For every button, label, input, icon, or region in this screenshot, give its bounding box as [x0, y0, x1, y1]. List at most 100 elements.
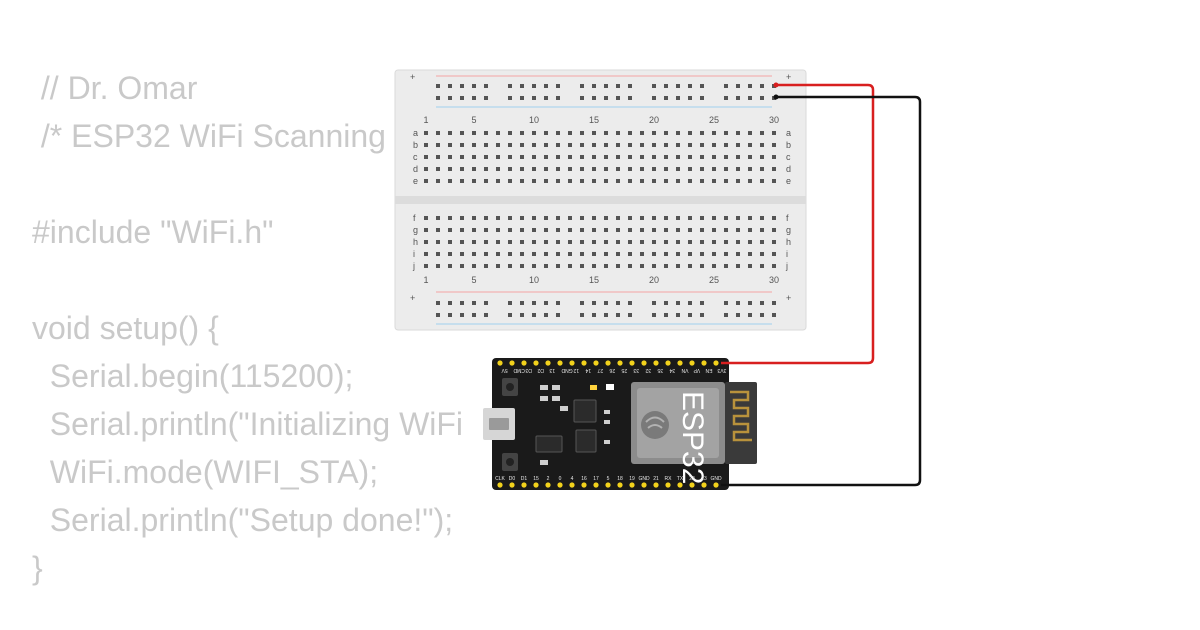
breadboard-hole[interactable]	[604, 228, 608, 232]
rail-hole[interactable]	[556, 313, 560, 317]
breadboard-hole[interactable]	[604, 155, 608, 159]
breadboard-hole[interactable]	[760, 216, 764, 220]
rail-hole[interactable]	[700, 96, 704, 100]
breadboard-hole[interactable]	[628, 264, 632, 268]
breadboard-hole[interactable]	[544, 216, 548, 220]
breadboard-hole[interactable]	[736, 228, 740, 232]
breadboard-hole[interactable]	[724, 143, 728, 147]
breadboard-hole[interactable]	[520, 240, 524, 244]
rail-hole[interactable]	[700, 301, 704, 305]
breadboard-hole[interactable]	[724, 167, 728, 171]
breadboard-hole[interactable]	[448, 252, 452, 256]
rail-hole[interactable]	[532, 313, 536, 317]
breadboard-hole[interactable]	[424, 179, 428, 183]
breadboard-hole[interactable]	[652, 131, 656, 135]
rail-hole[interactable]	[580, 96, 584, 100]
rail-hole[interactable]	[724, 313, 728, 317]
breadboard-hole[interactable]	[436, 264, 440, 268]
header-pin-top[interactable]	[509, 360, 515, 366]
header-pin-bottom[interactable]	[545, 482, 551, 488]
rail-hole[interactable]	[604, 96, 608, 100]
breadboard-hole[interactable]	[472, 167, 476, 171]
rail-hole[interactable]	[688, 84, 692, 88]
breadboard-hole[interactable]	[424, 167, 428, 171]
rail-hole[interactable]	[700, 313, 704, 317]
breadboard-hole[interactable]	[664, 264, 668, 268]
breadboard-hole[interactable]	[448, 155, 452, 159]
breadboard-hole[interactable]	[652, 252, 656, 256]
breadboard-hole[interactable]	[712, 216, 716, 220]
breadboard-hole[interactable]	[532, 228, 536, 232]
breadboard-hole[interactable]	[664, 155, 668, 159]
breadboard-hole[interactable]	[688, 240, 692, 244]
breadboard-hole[interactable]	[736, 252, 740, 256]
breadboard-hole[interactable]	[556, 143, 560, 147]
breadboard-hole[interactable]	[700, 131, 704, 135]
rail-hole[interactable]	[604, 313, 608, 317]
rail-hole[interactable]	[616, 301, 620, 305]
breadboard-hole[interactable]	[556, 240, 560, 244]
rail-hole[interactable]	[760, 301, 764, 305]
breadboard-hole[interactable]	[580, 240, 584, 244]
breadboard-hole[interactable]	[664, 131, 668, 135]
rail-hole[interactable]	[676, 96, 680, 100]
rail-hole[interactable]	[592, 96, 596, 100]
rail-hole[interactable]	[580, 84, 584, 88]
breadboard-hole[interactable]	[688, 143, 692, 147]
rail-hole[interactable]	[472, 84, 476, 88]
breadboard-hole[interactable]	[424, 216, 428, 220]
breadboard-hole[interactable]	[772, 240, 776, 244]
breadboard-hole[interactable]	[592, 252, 596, 256]
rail-hole[interactable]	[532, 96, 536, 100]
breadboard-hole[interactable]	[628, 167, 632, 171]
rail-hole[interactable]	[736, 301, 740, 305]
breadboard-hole[interactable]	[556, 179, 560, 183]
breadboard-hole[interactable]	[760, 228, 764, 232]
breadboard-hole[interactable]	[436, 252, 440, 256]
breadboard-hole[interactable]	[532, 240, 536, 244]
breadboard-hole[interactable]	[436, 216, 440, 220]
breadboard-hole[interactable]	[472, 264, 476, 268]
breadboard-hole[interactable]	[436, 167, 440, 171]
breadboard-hole[interactable]	[724, 131, 728, 135]
breadboard-hole[interactable]	[652, 143, 656, 147]
rail-hole[interactable]	[736, 84, 740, 88]
breadboard-hole[interactable]	[484, 143, 488, 147]
breadboard-hole[interactable]	[724, 216, 728, 220]
header-pin-top[interactable]	[617, 360, 623, 366]
breadboard-hole[interactable]	[580, 167, 584, 171]
breadboard-hole[interactable]	[484, 228, 488, 232]
breadboard-hole[interactable]	[592, 131, 596, 135]
breadboard-hole[interactable]	[568, 216, 572, 220]
breadboard-hole[interactable]	[424, 143, 428, 147]
breadboard-hole[interactable]	[496, 179, 500, 183]
breadboard-hole[interactable]	[472, 155, 476, 159]
rail-hole[interactable]	[676, 301, 680, 305]
breadboard-hole[interactable]	[736, 240, 740, 244]
breadboard-hole[interactable]	[736, 264, 740, 268]
breadboard-hole[interactable]	[748, 143, 752, 147]
breadboard-hole[interactable]	[484, 167, 488, 171]
rail-hole[interactable]	[448, 313, 452, 317]
header-pin-bottom[interactable]	[569, 482, 575, 488]
breadboard-hole[interactable]	[448, 240, 452, 244]
rail-hole[interactable]	[772, 301, 776, 305]
breadboard-hole[interactable]	[664, 252, 668, 256]
header-pin-top[interactable]	[713, 360, 719, 366]
breadboard-hole[interactable]	[556, 252, 560, 256]
rail-hole[interactable]	[688, 301, 692, 305]
breadboard-hole[interactable]	[748, 216, 752, 220]
breadboard-hole[interactable]	[520, 179, 524, 183]
rail-hole[interactable]	[460, 84, 464, 88]
breadboard-hole[interactable]	[496, 131, 500, 135]
wire-ground[interactable]	[721, 95, 922, 487]
breadboard-hole[interactable]	[712, 155, 716, 159]
breadboard-hole[interactable]	[676, 143, 680, 147]
breadboard-hole[interactable]	[460, 228, 464, 232]
breadboard-hole[interactable]	[640, 228, 644, 232]
rail-hole[interactable]	[436, 84, 440, 88]
header-pin-top[interactable]	[605, 360, 611, 366]
rail-hole[interactable]	[556, 96, 560, 100]
rail-hole[interactable]	[472, 313, 476, 317]
breadboard-hole[interactable]	[436, 131, 440, 135]
